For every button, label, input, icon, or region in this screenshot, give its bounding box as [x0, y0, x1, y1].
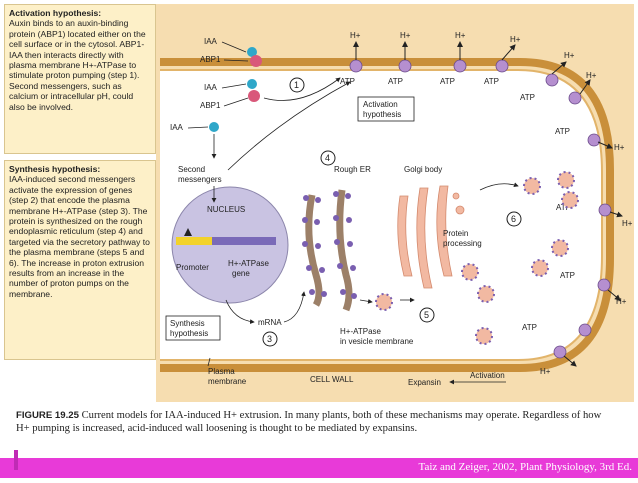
h-plus-label: H+	[586, 71, 597, 80]
abp1-receptors	[209, 47, 262, 132]
protein-processing-line1: Protein	[443, 229, 468, 238]
activation-panel-body: Auxin binds to an auxin-binding protein …	[9, 18, 146, 112]
second-messengers-line1: Second	[178, 165, 205, 174]
atp-label: ATP	[556, 203, 571, 212]
plasma-membrane-line1: Plasma	[208, 367, 235, 376]
nucleus-label: NUCLEUS	[207, 205, 245, 214]
h-plus-label: H+	[350, 31, 361, 40]
activation-box	[357, 96, 415, 122]
h-plus-label: H+	[564, 51, 575, 60]
synthesis-panel-heading: Synthesis hypothesis:	[9, 164, 101, 174]
atp-label: ATP	[520, 93, 535, 102]
iaa-label: IAA	[170, 123, 184, 132]
figure-label: FIGURE 19.25	[16, 410, 79, 421]
synthesis-box	[165, 315, 221, 341]
promoter-label: Promoter	[176, 263, 209, 272]
step-5-marker	[419, 307, 435, 323]
footer-bar: Taiz and Zeiger, 2002, Plant Physiology,…	[0, 450, 638, 478]
activation-box-line2: hypothesis	[363, 110, 401, 119]
atp-label: ATP	[555, 127, 570, 136]
vesicle-label-line2: in vesicle membrane	[340, 337, 414, 346]
step-4-marker	[320, 150, 336, 166]
h-plus-label: H+	[540, 367, 551, 376]
h-plus-label: H+	[622, 219, 633, 228]
h-plus-arrows	[353, 41, 623, 367]
atp-label: ATP	[522, 323, 537, 332]
plasma-membrane-line2: membrane	[208, 377, 247, 386]
citation: Taiz and Zeiger, 2002, Plant Physiology,…	[418, 461, 632, 473]
h-plus-label: H+	[510, 35, 521, 44]
iaa-label: IAA	[204, 37, 218, 46]
step-6-marker	[506, 211, 522, 227]
atp-label: ATP	[388, 77, 403, 86]
vesicle-label-line1: H+-ATPase	[340, 327, 382, 336]
vesicles	[375, 171, 579, 345]
svg-text:4: 4	[325, 153, 330, 163]
svg-text:hypothesis: hypothesis	[170, 329, 208, 338]
svg-text:5: 5	[424, 310, 429, 320]
abp1-label: ABP1	[200, 55, 221, 64]
plasma-membrane	[160, 58, 614, 372]
atp-label: ATP	[440, 77, 455, 86]
gene-label-line1: H+-ATPase	[228, 259, 270, 268]
step-3-marker	[262, 331, 278, 347]
golgi-label: Golgi body	[404, 165, 442, 174]
rough-er	[302, 189, 357, 312]
activation-box-line1: Activation	[363, 100, 398, 109]
promoter-region	[176, 237, 212, 245]
figure-caption: FIGURE 19.25 Current models for IAA-indu…	[16, 410, 616, 435]
cytoplasm	[160, 70, 602, 360]
second-messengers-line2: messengers	[178, 175, 222, 184]
proton-pumps-top	[349, 59, 612, 359]
svg-text:1: 1	[294, 80, 299, 90]
caption-text: Current models for IAA-induced H+ extrus…	[16, 410, 602, 434]
cell-wall-label: CELL WALL	[310, 375, 354, 384]
expansin-label: Expansin	[408, 378, 441, 387]
activation-hypothesis-panel: Activation hypothesis: Auxin binds to an…	[4, 4, 156, 154]
protein-processing-line2: processing	[443, 239, 482, 248]
rough-er-label: Rough ER	[334, 165, 371, 174]
golgi-body	[397, 185, 465, 289]
iaa-label: IAA	[204, 83, 218, 92]
gene-region	[212, 237, 276, 245]
h-plus-label: H+	[616, 297, 627, 306]
h-plus-label: H+	[400, 31, 411, 40]
atp-label: ATP	[484, 77, 499, 86]
gene-label-line2: gene	[232, 269, 250, 278]
footer-accent	[14, 450, 18, 470]
h-plus-label: H+	[614, 143, 625, 152]
activation-panel-heading: Activation hypothesis:	[9, 8, 102, 18]
synthesis-hypothesis-panel: Synthesis hypothesis: IAA-induced second…	[4, 160, 156, 360]
abp1-label: ABP1	[200, 101, 221, 110]
svg-text:6: 6	[511, 214, 516, 224]
atp-label: ATP	[560, 271, 575, 280]
activation-label: Activation	[470, 371, 505, 380]
mrna-label: mRNA	[258, 318, 282, 327]
svg-text:3: 3	[267, 334, 272, 344]
synthesis-panel-body: IAA-induced second messengers activate t…	[9, 174, 150, 299]
step-1-marker	[289, 77, 305, 93]
svg-text:Synthesis: Synthesis	[170, 319, 205, 328]
atp-label: ATP	[340, 77, 355, 86]
h-plus-label: H+	[455, 31, 466, 40]
